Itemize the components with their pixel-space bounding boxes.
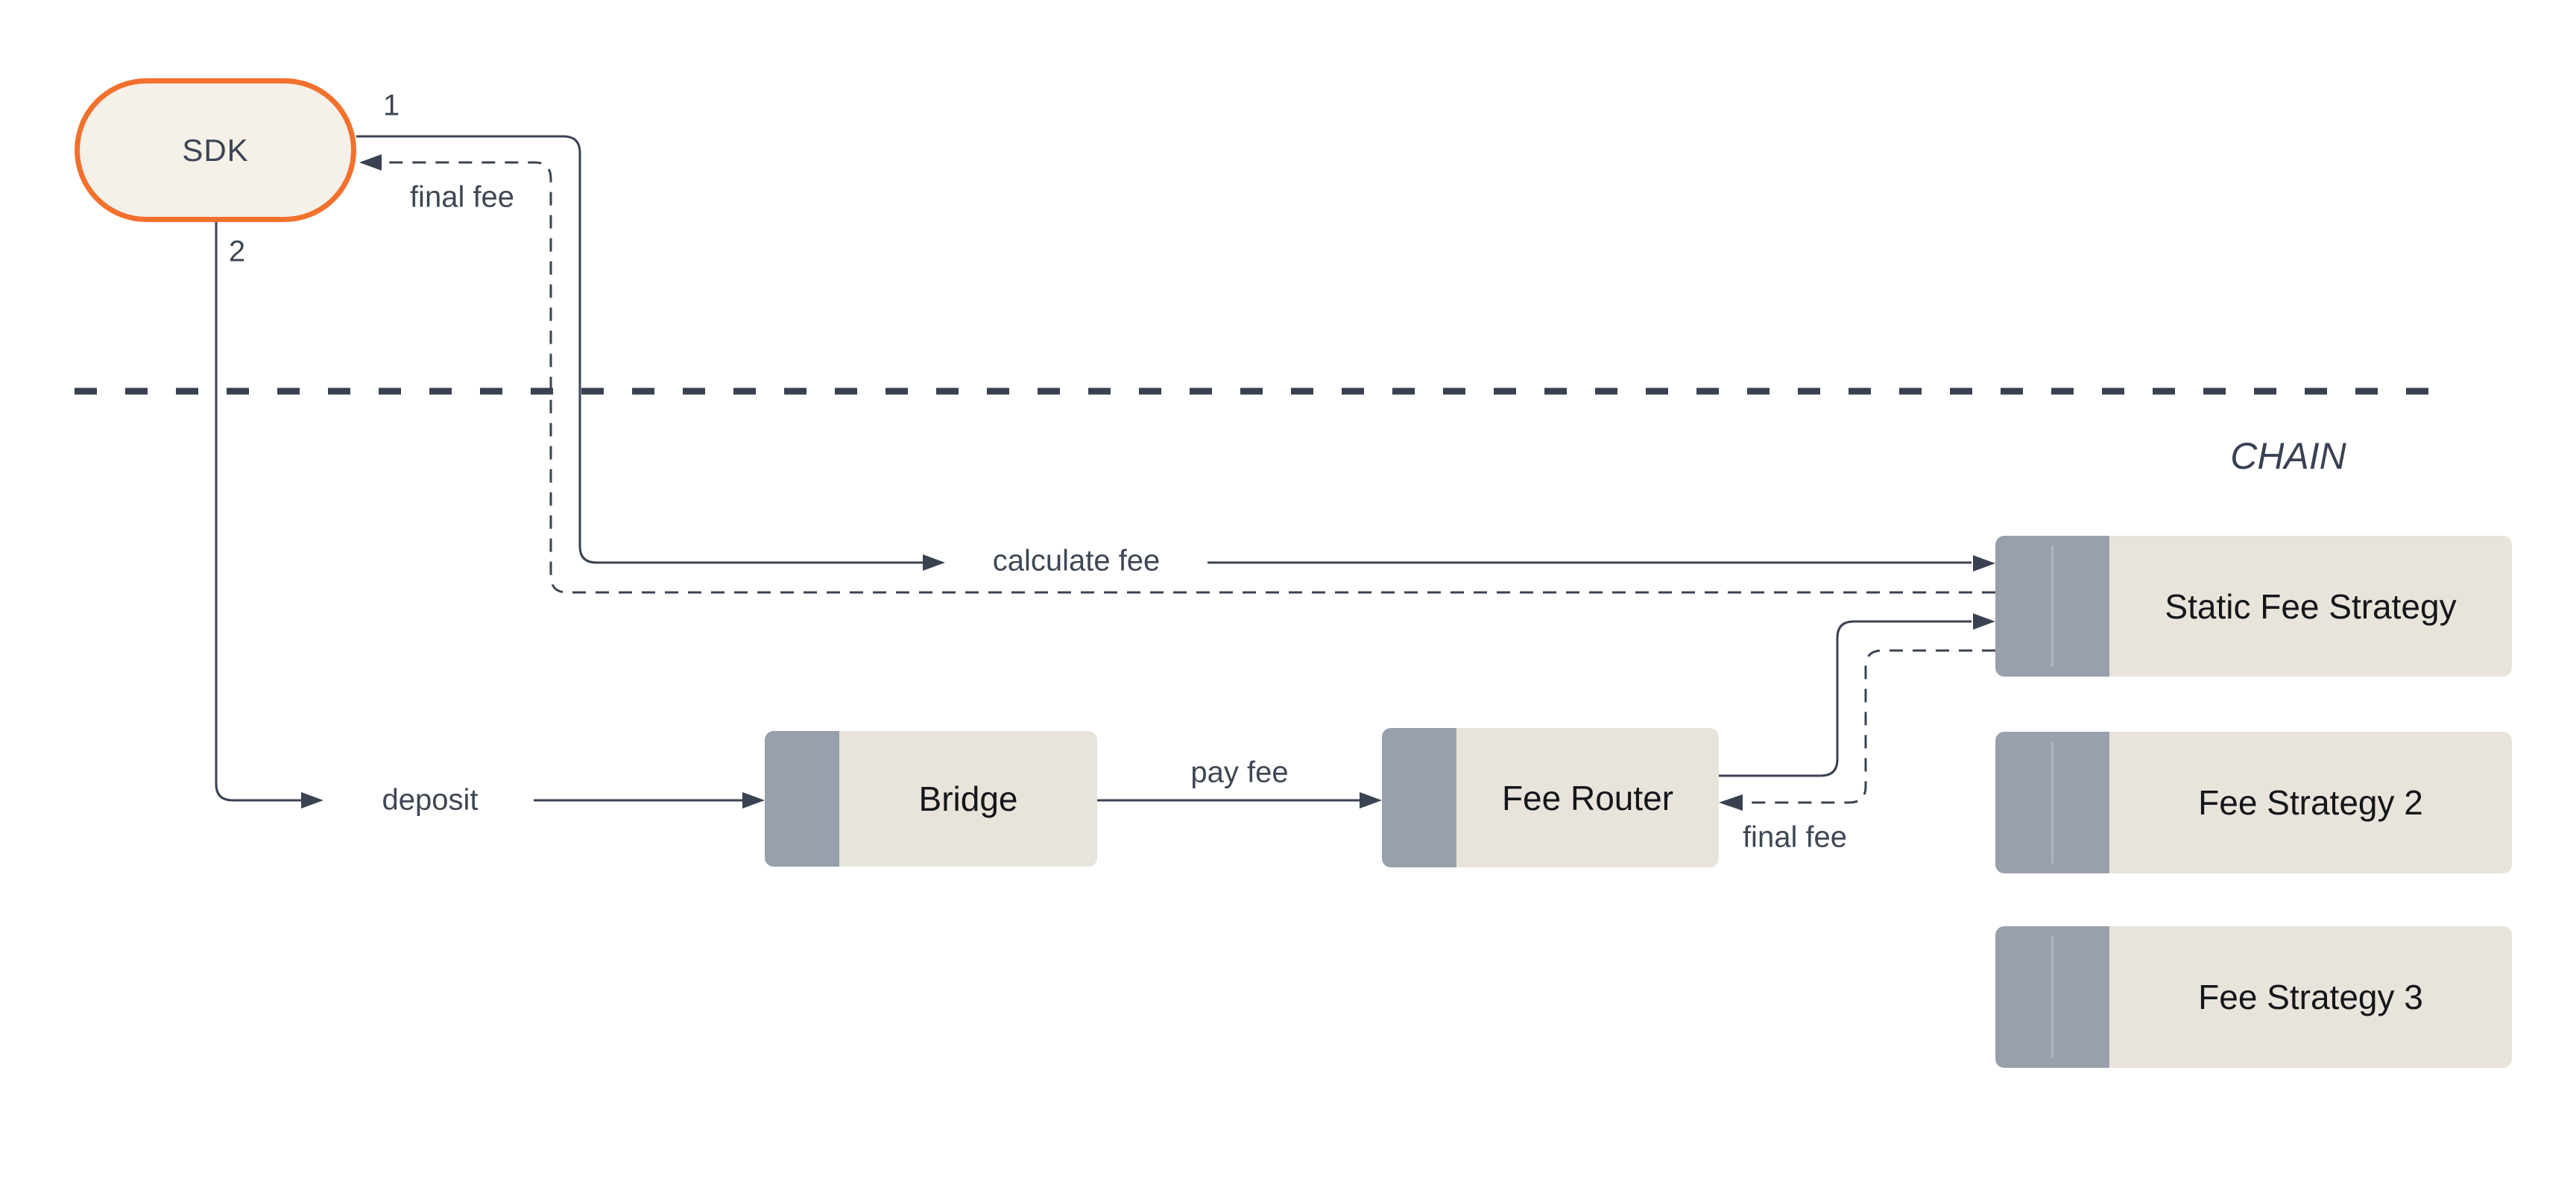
node-static-fee-strategy: Static Fee Strategy (1995, 536, 2512, 677)
edge-sdk-to-deposit (215, 222, 301, 802)
edge-label-pay-fee: pay fee (1190, 756, 1289, 789)
arrowhead-static-strategy-calculate (1973, 555, 1995, 572)
node-bridge: Bridge (765, 731, 1097, 867)
node-sdk-label: SDK (182, 132, 249, 168)
arrowhead-static-strategy-from-router (1973, 613, 1995, 630)
arrowhead-fee-router-final-fee (1719, 794, 1743, 811)
edge-label-calculate-fee: calculate fee (992, 544, 1161, 578)
component-bar (1995, 926, 2109, 1068)
node-sdk: SDK (75, 78, 356, 222)
edge-step-1-marker: 1 (382, 89, 400, 122)
arrowhead-sdk-final-fee (359, 154, 382, 171)
component-bar (1995, 536, 2109, 677)
node-bridge-label: Bridge (918, 779, 1018, 818)
component-bar (765, 731, 839, 867)
chain-section-label: CHAIN (2230, 435, 2346, 477)
component-bar-divider (2051, 545, 2053, 667)
edge-label-final-fee-to-sdk: final fee (409, 180, 515, 214)
component-bar (1995, 732, 2109, 873)
node-fee-strategy-3-label: Fee Strategy 3 (2198, 978, 2423, 1016)
node-fee-router-label: Fee Router (1501, 778, 1674, 817)
component-bar-divider (2051, 936, 2053, 1058)
edge-static-strategy-to-fee-router-final-fee (1743, 649, 1995, 804)
component-bar-divider (2051, 741, 2053, 864)
edge-step-2-marker: 2 (228, 235, 246, 268)
edge-fee-router-to-static-strategy (1719, 620, 1972, 777)
arrowhead-calculate-fee-label (923, 554, 945, 571)
arrowhead-deposit-label (301, 792, 323, 809)
edge-sdk-to-calculate-fee (356, 135, 923, 564)
node-fee-strategy-2: Fee Strategy 2 (1995, 732, 2512, 873)
edge-label-deposit: deposit (382, 783, 479, 817)
arrowhead-fee-router-pay-fee (1360, 792, 1382, 809)
component-bar (1382, 728, 1456, 867)
arrowhead-bridge (742, 792, 765, 809)
node-static-fee-strategy-label: Static Fee Strategy (2165, 586, 2457, 626)
edge-label-final-fee-to-router: final fee (1742, 820, 1848, 854)
node-fee-router: Fee Router (1382, 728, 1719, 867)
node-fee-strategy-3: Fee Strategy 3 (1995, 926, 2512, 1068)
edge-static-strategy-to-sdk-final-fee (382, 161, 1995, 594)
node-fee-strategy-2-label: Fee Strategy 2 (2198, 783, 2423, 822)
